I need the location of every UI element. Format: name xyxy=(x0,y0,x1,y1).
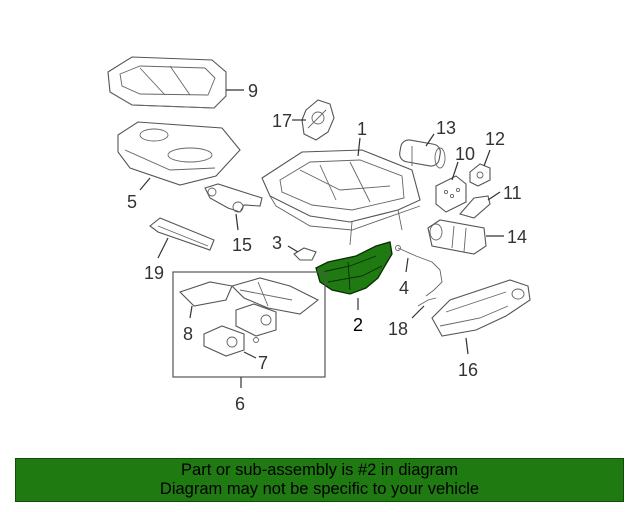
part-18-cable-end[interactable] xyxy=(417,297,437,307)
info-banner: Part or sub-assembly is #2 in diagram Di… xyxy=(15,458,624,502)
banner-line-2: Diagram may not be specific to your vehi… xyxy=(159,480,480,498)
part-8-plates[interactable] xyxy=(178,277,320,315)
callout-11: 11 xyxy=(503,183,522,203)
callout-1: 1 xyxy=(357,119,367,139)
part-15-link-bar[interactable] xyxy=(204,183,263,213)
leader-16 xyxy=(465,337,469,355)
part-3-clip[interactable] xyxy=(293,247,317,261)
leader-4 xyxy=(405,257,409,273)
part-2-side-shield-highlighted[interactable] xyxy=(315,241,393,295)
part-14-motor-gear[interactable] xyxy=(427,219,487,255)
part-17-recliner-disc[interactable] xyxy=(301,99,335,141)
leader-10 xyxy=(451,161,459,181)
callout-13: 13 xyxy=(436,118,456,138)
callout-19: 19 xyxy=(144,263,164,283)
part-10-module[interactable] xyxy=(435,175,467,213)
part-16-side-panel[interactable] xyxy=(431,279,531,337)
callout-2: 2 xyxy=(353,315,363,335)
part-1-seat-frame[interactable] xyxy=(261,149,421,246)
leader-3 xyxy=(287,245,299,253)
part-4-cable[interactable] xyxy=(395,245,443,297)
callout-12: 12 xyxy=(485,129,505,149)
leader-18 xyxy=(411,305,425,319)
part-13-motor[interactable] xyxy=(398,139,446,169)
callout-16: 16 xyxy=(458,360,478,380)
callout-4: 4 xyxy=(399,278,409,298)
banner-line-1: Part or sub-assembly is #2 in diagram xyxy=(181,461,458,479)
callout-18: 18 xyxy=(388,319,408,339)
callout-17: 17 xyxy=(272,111,292,131)
group-box-6 xyxy=(172,271,326,378)
callout-3: 3 xyxy=(272,233,282,253)
part-5-cushion-pad[interactable] xyxy=(117,121,241,186)
callout-6: 6 xyxy=(235,394,245,414)
leader-15 xyxy=(235,213,239,231)
callout-8: 8 xyxy=(183,324,193,344)
part-7-actuators[interactable] xyxy=(203,303,277,357)
callout-9: 9 xyxy=(248,81,258,101)
callout-5: 5 xyxy=(127,192,137,212)
callout-10: 10 xyxy=(455,144,475,164)
leader-11 xyxy=(487,191,501,201)
part-12-knob[interactable] xyxy=(469,163,491,187)
leader-13 xyxy=(425,133,435,147)
leader-1 xyxy=(357,137,361,157)
leader-7 xyxy=(243,351,257,359)
leader-12 xyxy=(483,149,491,167)
leader-5 xyxy=(139,177,151,191)
part-19-trim-strip[interactable] xyxy=(149,217,215,251)
callout-15: 15 xyxy=(232,235,252,255)
part-2-shape xyxy=(315,241,393,295)
part-9-cushion-cover[interactable] xyxy=(107,56,227,109)
leader-19 xyxy=(157,237,169,259)
leader-8 xyxy=(189,305,193,319)
callout-14: 14 xyxy=(507,227,527,247)
parts-diagram: 9 5 15 19 17 1 xyxy=(107,56,531,414)
callout-7: 7 xyxy=(258,353,268,373)
